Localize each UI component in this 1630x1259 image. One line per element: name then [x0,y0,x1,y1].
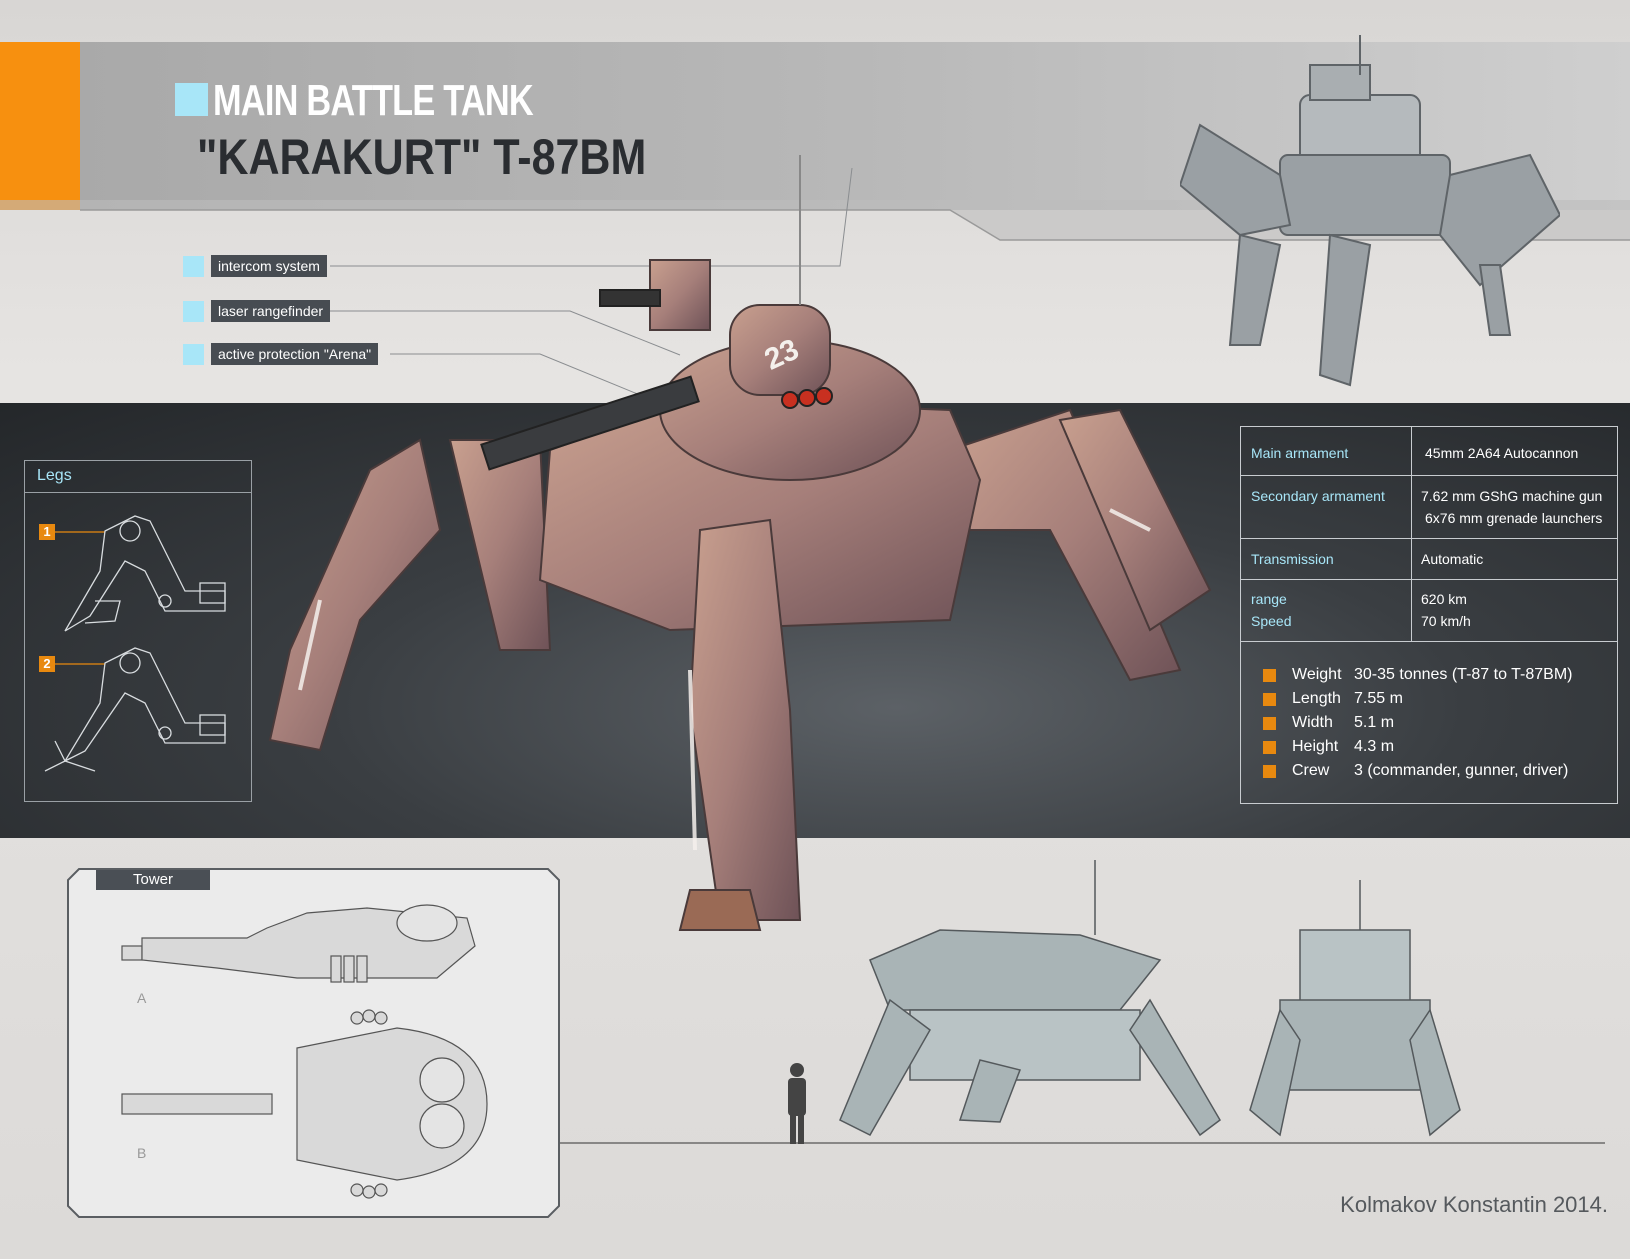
spec-value: Automatic [1421,551,1484,567]
leg-variant-number: 1 [39,524,55,540]
callout-leader-lines [330,167,853,396]
callout-label: intercom system [211,255,327,277]
orthographic-views [560,860,1605,1144]
callout-label: laser rangefinder [211,300,331,322]
callout-protection: active protection "Arena" [183,343,379,365]
view-label-b: B [137,1145,146,1161]
callout-square-icon [183,300,204,322]
dimension-key: Weight [1292,666,1342,683]
tower-title: Tower [96,870,210,890]
dimension-value: 7.55 m [1354,690,1403,707]
view-label-a: A [137,990,147,1006]
bullet-square-icon [1263,740,1276,754]
callout-square-icon [183,255,204,277]
spec-key: Transmission [1251,551,1334,567]
bullet-square-icon [1263,716,1276,730]
dimension-item: Crew 3 (commander, gunner, driver) [1263,759,1572,783]
callout-square-icon [183,343,204,365]
table-column-divider [1411,427,1412,641]
spec-value-2: 6x76 mm grenade launchers [1425,510,1603,526]
spec-row: Secondary armament 7.62 mm GShG machine … [1241,475,1617,539]
spec-key: Secondary armament [1251,488,1385,504]
spec-key: range [1251,591,1287,607]
dimension-item: Weight 30-35 tonnes (T-87 to T-87BM) [1263,663,1572,687]
callout-intercom: intercom system [183,255,327,277]
rear-view-render [1180,35,1560,387]
legs-panel: Legs 1 2 [24,460,252,802]
leg-variant-number: 2 [39,656,55,672]
spec-row: Main armament 45mm 2A64 Autocannon [1241,427,1617,476]
spec-table: Main armament 45mm 2A64 Autocannon Secon… [1240,426,1618,804]
spec-row: Transmission Automatic [1241,538,1617,580]
title-square-icon [175,83,208,116]
bullet-square-icon [1263,764,1276,778]
spec-value: 7.62 mm GShG machine gun [1421,488,1603,504]
spec-key: Main armament [1251,445,1349,461]
spec-value-2: 70 km/h [1421,613,1471,629]
title-line-1: MAIN BATTLE TANK [213,76,534,125]
dimension-item: Length 7.55 m [1263,687,1572,711]
dimension-value: 30-35 tonnes (T-87 to T-87BM) [1354,666,1573,683]
dimension-value: 4.3 m [1354,738,1395,755]
dimension-value: 3 (commander, gunner, driver) [1354,762,1569,779]
bullet-square-icon [1263,668,1276,682]
spec-row: range Speed 620 km 70 km/h [1241,579,1617,642]
spec-value: 620 km [1421,591,1467,607]
callout-label: active protection "Arena" [211,343,379,365]
title-line-2: "KARAKURT" T-87BM [197,129,647,185]
callout-rangefinder: laser rangefinder [183,300,331,322]
legs-title: Legs [37,467,72,484]
dimension-value: 5.1 m [1354,714,1395,731]
spec-key-2: Speed [1251,613,1292,629]
human-scale-figure [788,1063,806,1144]
main-tank-render: 23 [268,155,1212,931]
dimensions-list: Weight 30-35 tonnes (T-87 to T-87BM) Leng… [1263,663,1572,783]
dimension-item: Height 4.3 m [1263,735,1572,759]
dimension-key: Length [1292,690,1341,707]
dimension-key: Height [1292,738,1339,755]
spec-value: 45mm 2A64 Autocannon [1425,445,1579,461]
leg-line-drawings [44,515,226,772]
orange-accent-block [0,42,80,210]
tower-panel: A B [67,868,560,1218]
legs-divider [25,492,251,493]
dimension-key: Crew [1292,762,1330,779]
artist-credit: Kolmakov Konstantin 2014. [1340,1192,1608,1217]
dimension-key: Width [1292,714,1333,731]
bullet-square-icon [1263,692,1276,706]
dimension-item: Width 5.1 m [1263,711,1572,735]
